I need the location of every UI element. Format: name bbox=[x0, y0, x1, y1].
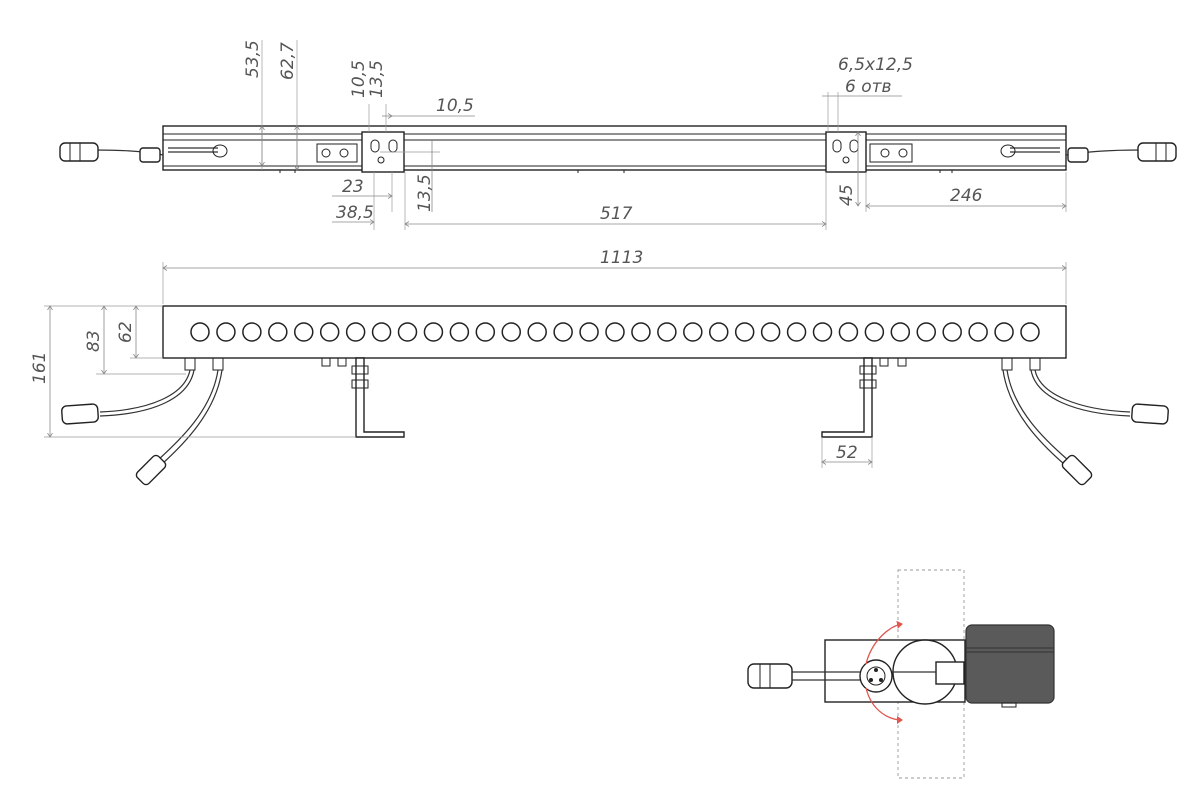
led-lens bbox=[942, 322, 962, 342]
side-view bbox=[747, 569, 1055, 779]
dim-517: 517 bbox=[600, 204, 633, 224]
led-lens bbox=[190, 322, 210, 342]
led-lens bbox=[242, 322, 262, 342]
led-lens bbox=[1020, 322, 1040, 342]
led-lens bbox=[657, 322, 677, 342]
dim-1113: 1113 bbox=[600, 248, 643, 268]
left-connector-1 bbox=[61, 403, 99, 425]
left-connector-top bbox=[59, 142, 99, 162]
rotation-arrow-down bbox=[865, 687, 903, 724]
led-lens bbox=[916, 322, 936, 342]
dim-45: 45 bbox=[837, 184, 857, 206]
dim-13-5-vertical: 13,5 bbox=[367, 60, 387, 98]
led-lens bbox=[345, 322, 366, 342]
led-lens bbox=[579, 322, 599, 342]
led-lens bbox=[734, 322, 755, 342]
dim-hole-size: 6,5x12,5 bbox=[838, 55, 913, 75]
led-lens bbox=[319, 322, 340, 342]
front-view-dimensions: 62 83 161 52 bbox=[30, 306, 872, 468]
dim-10-5-horizontal: 10,5 bbox=[436, 96, 474, 116]
dim-13-5-lower: 13,5 bbox=[415, 174, 435, 212]
led-lens bbox=[397, 322, 418, 342]
led-lens bbox=[683, 322, 703, 342]
led-lens bbox=[475, 322, 496, 342]
dim-10-5-vertical: 10,5 bbox=[349, 60, 369, 98]
led-lens bbox=[294, 322, 314, 342]
led-lens bbox=[371, 322, 392, 342]
right-connector-top bbox=[1137, 142, 1177, 162]
led-lens bbox=[423, 322, 444, 342]
led-lens bbox=[994, 322, 1014, 342]
led-lens bbox=[527, 322, 547, 342]
right-connector-1 bbox=[1131, 403, 1169, 425]
led-lens bbox=[216, 322, 236, 342]
left-connector-2 bbox=[135, 454, 167, 486]
led-lens bbox=[864, 322, 885, 342]
rotation-arrow-up bbox=[865, 620, 903, 665]
front-view: 1113 bbox=[61, 248, 1169, 486]
top-view-dimensions: 53,5 62,7 10,5 13,5 10,5 6,5x12,5 6 отв … bbox=[243, 40, 1066, 230]
front-right-bracket bbox=[821, 357, 873, 438]
led-lens bbox=[968, 322, 988, 342]
led-lens bbox=[838, 322, 859, 342]
led-lens bbox=[890, 322, 911, 342]
led-lens bbox=[449, 322, 470, 342]
dim-53-5: 53,5 bbox=[243, 40, 263, 78]
dim-hole-count: 6 отв bbox=[845, 77, 892, 97]
led-lens bbox=[812, 322, 833, 342]
dim-161: 161 bbox=[30, 352, 50, 384]
led-lens bbox=[760, 322, 781, 342]
led-lens bbox=[631, 322, 651, 342]
led-lens bbox=[605, 322, 625, 342]
dim-83: 83 bbox=[84, 330, 104, 352]
dim-62-7: 62,7 bbox=[278, 42, 298, 80]
led-lens bbox=[786, 322, 807, 342]
dim-246: 246 bbox=[950, 186, 983, 206]
dim-38-5: 38,5 bbox=[336, 203, 374, 223]
housing-end-cap bbox=[965, 624, 1055, 704]
led-lens bbox=[501, 322, 521, 342]
top-view-housing bbox=[162, 125, 1067, 171]
top-view bbox=[59, 125, 1177, 173]
led-lens bbox=[709, 322, 729, 342]
lens-row bbox=[190, 322, 1040, 342]
led-lens bbox=[553, 322, 573, 342]
front-left-bracket bbox=[355, 357, 405, 438]
right-connector-2 bbox=[1061, 454, 1093, 486]
dim-23: 23 bbox=[342, 177, 364, 197]
right-bracket bbox=[825, 131, 867, 173]
dim-62: 62 bbox=[116, 321, 136, 343]
dim-52: 52 bbox=[836, 443, 858, 463]
led-lens bbox=[268, 322, 288, 342]
